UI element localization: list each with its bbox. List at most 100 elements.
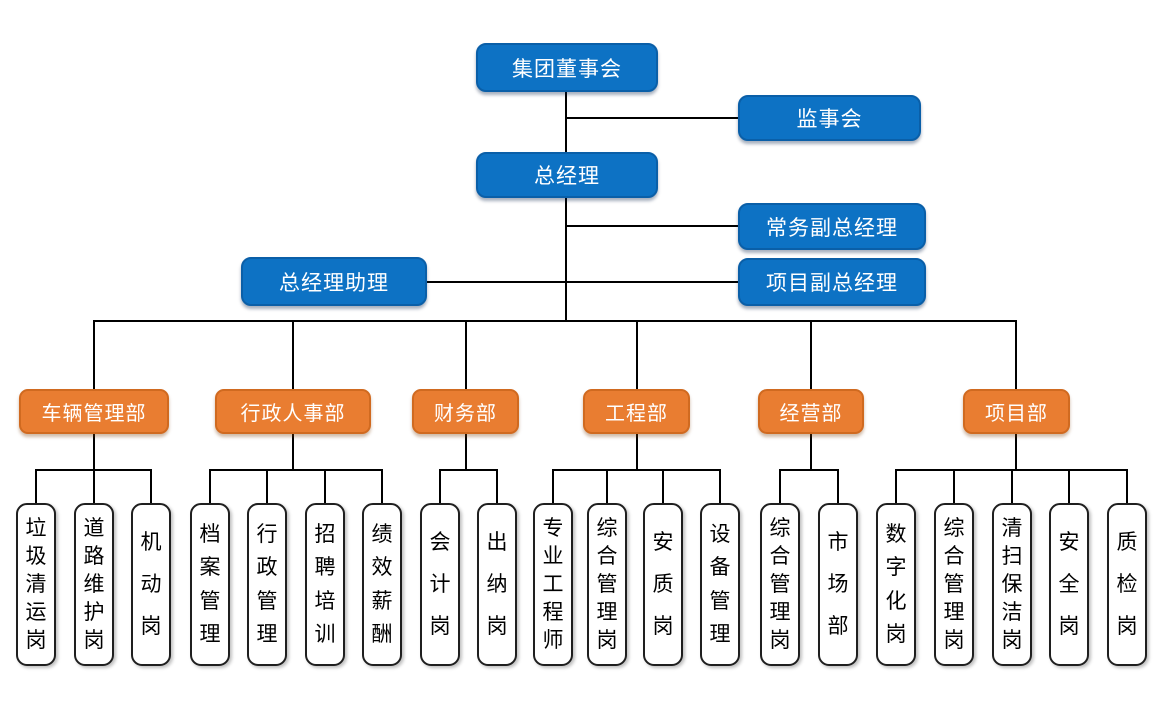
node-general-manager: 总经理 bbox=[476, 152, 658, 198]
node-dept-project: 项目部 bbox=[963, 389, 1070, 434]
post-label: 档案管理 bbox=[199, 522, 221, 647]
post-node: 数字化岗 bbox=[876, 503, 916, 666]
connector-line bbox=[93, 433, 95, 470]
connector-line bbox=[439, 469, 498, 471]
post-label: 安全岗 bbox=[1058, 531, 1080, 638]
post-label: 质检岗 bbox=[1116, 531, 1138, 638]
post-label: 专业工程师 bbox=[542, 517, 564, 652]
connector-line bbox=[606, 469, 608, 504]
post-node: 专业工程师 bbox=[533, 503, 573, 666]
post-node: 行政管理 bbox=[247, 503, 287, 666]
connector-line bbox=[292, 321, 294, 389]
post-node: 垃圾清运岗 bbox=[16, 503, 56, 666]
post-label: 安质岗 bbox=[652, 531, 674, 638]
connector-line bbox=[1068, 469, 1070, 504]
connector-line bbox=[636, 433, 638, 470]
connector-line bbox=[93, 320, 1017, 322]
post-node: 安全岗 bbox=[1049, 503, 1089, 666]
connector-line bbox=[779, 469, 839, 471]
node-exec-deputy-gm-label: 常务副总经理 bbox=[766, 216, 898, 240]
node-project-deputy-gm: 项目副总经理 bbox=[738, 258, 926, 306]
post-node: 出纳岗 bbox=[477, 503, 517, 666]
post-node: 招聘培训 bbox=[305, 503, 345, 666]
node-gm-assistant-label: 总经理助理 bbox=[279, 271, 389, 295]
node-dept-vehicle-mgmt-label: 车辆管理部 bbox=[41, 403, 147, 425]
post-node: 清扫保洁岗 bbox=[992, 503, 1032, 666]
connector-line bbox=[1015, 321, 1017, 389]
connector-line bbox=[439, 469, 441, 504]
node-dept-engineering-label: 工程部 bbox=[605, 403, 668, 425]
connector-line bbox=[1011, 469, 1013, 504]
connector-line bbox=[35, 469, 37, 504]
connector-line bbox=[465, 433, 467, 470]
node-dept-operations: 经营部 bbox=[758, 389, 864, 434]
post-node: 综合管理岗 bbox=[587, 503, 627, 666]
node-dept-operations-label: 经营部 bbox=[779, 403, 843, 425]
node-project-deputy-gm-label: 项目副总经理 bbox=[766, 272, 898, 295]
connector-line bbox=[209, 469, 383, 471]
post-node: 档案管理 bbox=[190, 503, 230, 666]
post-label: 垃圾清运岗 bbox=[25, 517, 47, 652]
connector-line bbox=[465, 321, 467, 389]
post-node: 道路维护岗 bbox=[74, 503, 114, 666]
connector-line bbox=[427, 281, 738, 283]
post-label: 行政管理 bbox=[256, 522, 278, 647]
node-dept-vehicle-mgmt: 车辆管理部 bbox=[19, 389, 169, 434]
node-dept-project-label: 项目部 bbox=[985, 403, 1048, 425]
connector-line bbox=[719, 469, 721, 504]
connector-line bbox=[837, 469, 839, 504]
post-node: 安质岗 bbox=[643, 503, 683, 666]
connector-line bbox=[292, 433, 294, 470]
post-label: 设备管理 bbox=[709, 522, 731, 647]
node-general-manager-label: 总经理 bbox=[534, 165, 600, 188]
node-dept-finance-label: 财务部 bbox=[434, 403, 497, 425]
post-node: 机动岗 bbox=[131, 503, 171, 666]
connector-line bbox=[552, 469, 721, 471]
connector-line bbox=[895, 469, 897, 504]
connector-line bbox=[810, 433, 812, 470]
post-node: 综合管理岗 bbox=[760, 503, 800, 666]
post-node: 市场部 bbox=[818, 503, 858, 666]
connector-line bbox=[209, 469, 211, 504]
post-label: 出纳岗 bbox=[486, 531, 508, 638]
connector-line bbox=[636, 321, 638, 389]
post-label: 市场部 bbox=[827, 531, 849, 638]
post-label: 道路维护岗 bbox=[83, 517, 105, 652]
connector-line bbox=[810, 321, 812, 389]
post-label: 会计岗 bbox=[429, 531, 451, 638]
post-label: 机动岗 bbox=[140, 531, 162, 638]
connector-line bbox=[266, 469, 268, 504]
connector-line bbox=[552, 469, 554, 504]
node-board-label: 集团董事会 bbox=[512, 57, 622, 81]
connector-line bbox=[1015, 433, 1017, 470]
post-label: 综合管理岗 bbox=[769, 517, 791, 652]
post-label: 综合管理岗 bbox=[596, 517, 618, 652]
connector-line bbox=[953, 469, 955, 504]
connector-line bbox=[566, 117, 738, 119]
node-exec-deputy-gm: 常务副总经理 bbox=[738, 203, 926, 250]
connector-line bbox=[381, 469, 383, 504]
connector-line bbox=[93, 321, 95, 389]
connector-line bbox=[496, 469, 498, 504]
post-label: 绩效薪酬 bbox=[371, 522, 393, 647]
post-label: 招聘培训 bbox=[314, 522, 336, 647]
node-supervisory: 监事会 bbox=[738, 95, 921, 141]
node-dept-engineering: 工程部 bbox=[583, 389, 690, 434]
node-dept-finance: 财务部 bbox=[412, 389, 519, 434]
node-dept-admin-hr-label: 行政人事部 bbox=[240, 403, 346, 425]
post-node: 质检岗 bbox=[1107, 503, 1147, 666]
connector-line bbox=[324, 469, 326, 504]
post-node: 综合管理岗 bbox=[934, 503, 974, 666]
node-supervisory-label: 监事会 bbox=[796, 108, 863, 131]
connector-line bbox=[565, 92, 567, 322]
connector-line bbox=[150, 469, 152, 504]
post-label: 数字化岗 bbox=[885, 522, 907, 647]
post-label: 清扫保洁岗 bbox=[1001, 517, 1023, 652]
connector-line bbox=[566, 225, 738, 227]
post-node: 设备管理 bbox=[700, 503, 740, 666]
connector-line bbox=[779, 469, 781, 504]
node-board: 集团董事会 bbox=[476, 43, 658, 92]
post-node: 会计岗 bbox=[420, 503, 460, 666]
connector-line bbox=[662, 469, 664, 504]
